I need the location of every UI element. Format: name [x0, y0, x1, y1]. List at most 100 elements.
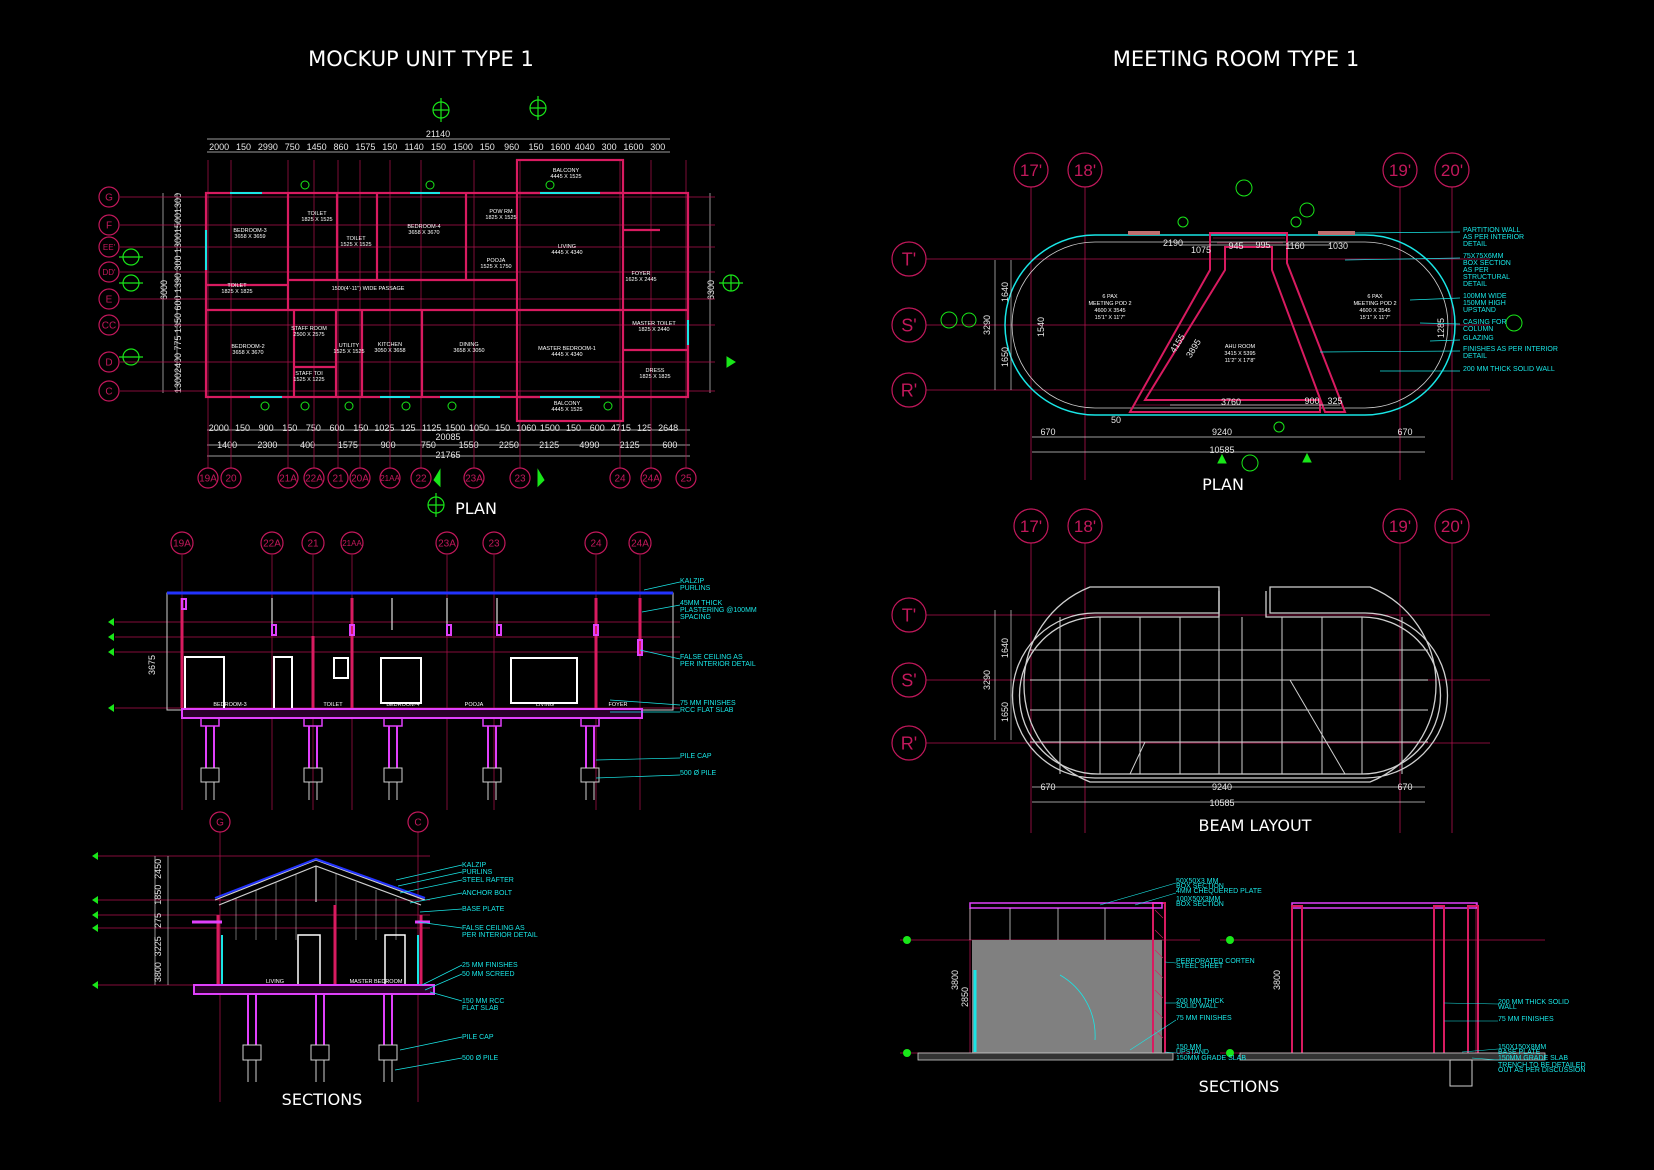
section-note: PERFORATED CORTEN	[1176, 958, 1255, 965]
grid-column-bubble	[407, 811, 429, 833]
pile-cap	[580, 767, 600, 783]
pile-cap	[383, 717, 403, 727]
grid-row-label: E	[106, 295, 113, 306]
room-size: 1825 X 1525	[301, 217, 332, 223]
plan-overall-dim: 10585	[1209, 445, 1234, 455]
plan-note: BOX SECTION	[1463, 260, 1511, 267]
grid-column-bubble	[1067, 152, 1103, 188]
room-label: 11'2" X 17'8"	[1225, 358, 1256, 364]
plan-overall-dim: 670	[1040, 427, 1055, 437]
leader-line	[595, 757, 681, 761]
plan-bottom-dim: 900	[259, 423, 274, 433]
plan-note: GLAZING	[1463, 335, 1494, 342]
room-size: 4445 X 4340	[551, 250, 582, 256]
section-room-name: MASTER BEDROOM	[350, 979, 403, 985]
pile-cap	[383, 767, 403, 783]
section-height-dim: 3800	[153, 962, 163, 982]
room-size: 1825 X 1825	[221, 289, 252, 295]
plan-note: CASING FOR	[1463, 319, 1507, 326]
room-name: POOJA	[487, 258, 506, 264]
pile-cap	[200, 717, 220, 727]
section-note: ANCHOR BOLT	[462, 890, 513, 897]
plan-top-dim: 150	[382, 142, 397, 152]
leader-line	[641, 604, 681, 613]
room-name: DRESS	[646, 368, 665, 374]
pile-cap	[482, 767, 502, 783]
leader-line	[1099, 882, 1177, 906]
room-size: 4445 X 1525	[551, 407, 582, 413]
section-room-name: FOYER	[609, 702, 628, 708]
section-note: RCC FLAT SLAB	[680, 707, 734, 714]
room-size: 3658 X 3670	[408, 230, 439, 236]
plan-bottom-dim2: 2250	[499, 440, 519, 450]
section-room-name: BEDROOM-4	[386, 702, 419, 708]
grid-column-label: 19'	[1389, 517, 1411, 536]
plan-detail-markers	[940, 179, 1523, 472]
grid-row-label: CC	[102, 321, 116, 332]
grid-column-label: 25	[680, 474, 692, 485]
grid-column-label: 20A	[351, 474, 369, 485]
grid-row-label: R'	[901, 380, 917, 400]
grid-column-bubble	[340, 531, 364, 555]
grid-row-bubble	[98, 314, 120, 336]
leader-line	[1134, 892, 1177, 906]
section-note: 100X50X3MM	[1176, 896, 1221, 903]
plan-left-dim: 1390	[173, 273, 183, 293]
section-note: 150MM GRADE SLAB	[1498, 1055, 1568, 1062]
room-size: 2500 X 2575	[293, 332, 324, 338]
plan-left-dim: 1640	[1000, 282, 1010, 302]
plan-note: AS PER	[1463, 267, 1489, 274]
plan-side-dim: 1285	[1436, 318, 1446, 338]
grid-row-bubble	[98, 186, 120, 208]
room-label: AHU ROOM	[1225, 344, 1256, 350]
plan-bottom-dim: 2648	[658, 423, 678, 433]
plan-bottom-dim2: 600	[662, 440, 677, 450]
left-sheet-title: MOCKUP UNIT TYPE 1	[308, 47, 534, 71]
room-size: 3050 X 3658	[374, 348, 405, 354]
leader-line	[1319, 350, 1461, 353]
grid-column-bubble	[628, 531, 652, 555]
grid-row-bubble	[891, 241, 927, 277]
plan-bottom-dim: 1060	[516, 423, 536, 433]
grid-column-bubble	[584, 531, 608, 555]
plan-left-total-dim: 6000	[159, 280, 169, 300]
section-height-dim: 2850	[960, 987, 970, 1007]
plan-note: 100MM WIDE	[1463, 293, 1507, 300]
plan-top-dim: 4040	[575, 142, 595, 152]
room-size: 1825 X 2440	[638, 327, 669, 333]
grid-row-bubble	[891, 597, 927, 633]
section-note: STEEL SHEET	[1176, 963, 1224, 970]
plan-bottom-dim: 150	[566, 423, 581, 433]
section-note: 75 MM FINISHES	[680, 700, 736, 707]
plan-note: DETAIL	[1463, 353, 1487, 360]
plan-walls	[204, 158, 690, 423]
section-note: OUT AS PER DISCUSSION	[1498, 1067, 1585, 1074]
section-note: FLAT SLAB	[462, 1005, 499, 1012]
plan-note: 200 MM THICK SOLID WALL	[1463, 366, 1555, 373]
section-note: 200 MM THICK	[1176, 998, 1224, 1005]
grid-column-bubble	[509, 467, 531, 489]
leader-line	[399, 1036, 463, 1051]
room-size: 3658 X 3050	[453, 348, 484, 354]
grid-column-label: 23A	[438, 539, 456, 550]
plan-inner-dim: 945	[1228, 241, 1243, 251]
plan-top-dim: 860	[334, 142, 349, 152]
room-name: UTILITY	[339, 343, 360, 349]
grid-column-bubble	[327, 467, 349, 489]
room-name: DINING	[459, 342, 478, 348]
plan-top-dim: 1140	[404, 142, 423, 152]
grid-column-bubble	[640, 467, 662, 489]
grid-row-label: DD'	[102, 268, 116, 277]
section-note: PILE CAP	[680, 753, 712, 760]
plan-bottom-dim: 150	[235, 423, 250, 433]
grid-column-label: 21A	[279, 474, 297, 485]
level-marker-icon	[108, 618, 114, 712]
section-note: BASE PLATE	[462, 906, 505, 913]
plan-top-dim: 1450	[307, 142, 327, 152]
pile-cap	[378, 1044, 398, 1061]
leader-line	[421, 964, 463, 986]
grid-column-label: 19A	[199, 474, 217, 485]
section-note: SPACING	[680, 614, 711, 621]
